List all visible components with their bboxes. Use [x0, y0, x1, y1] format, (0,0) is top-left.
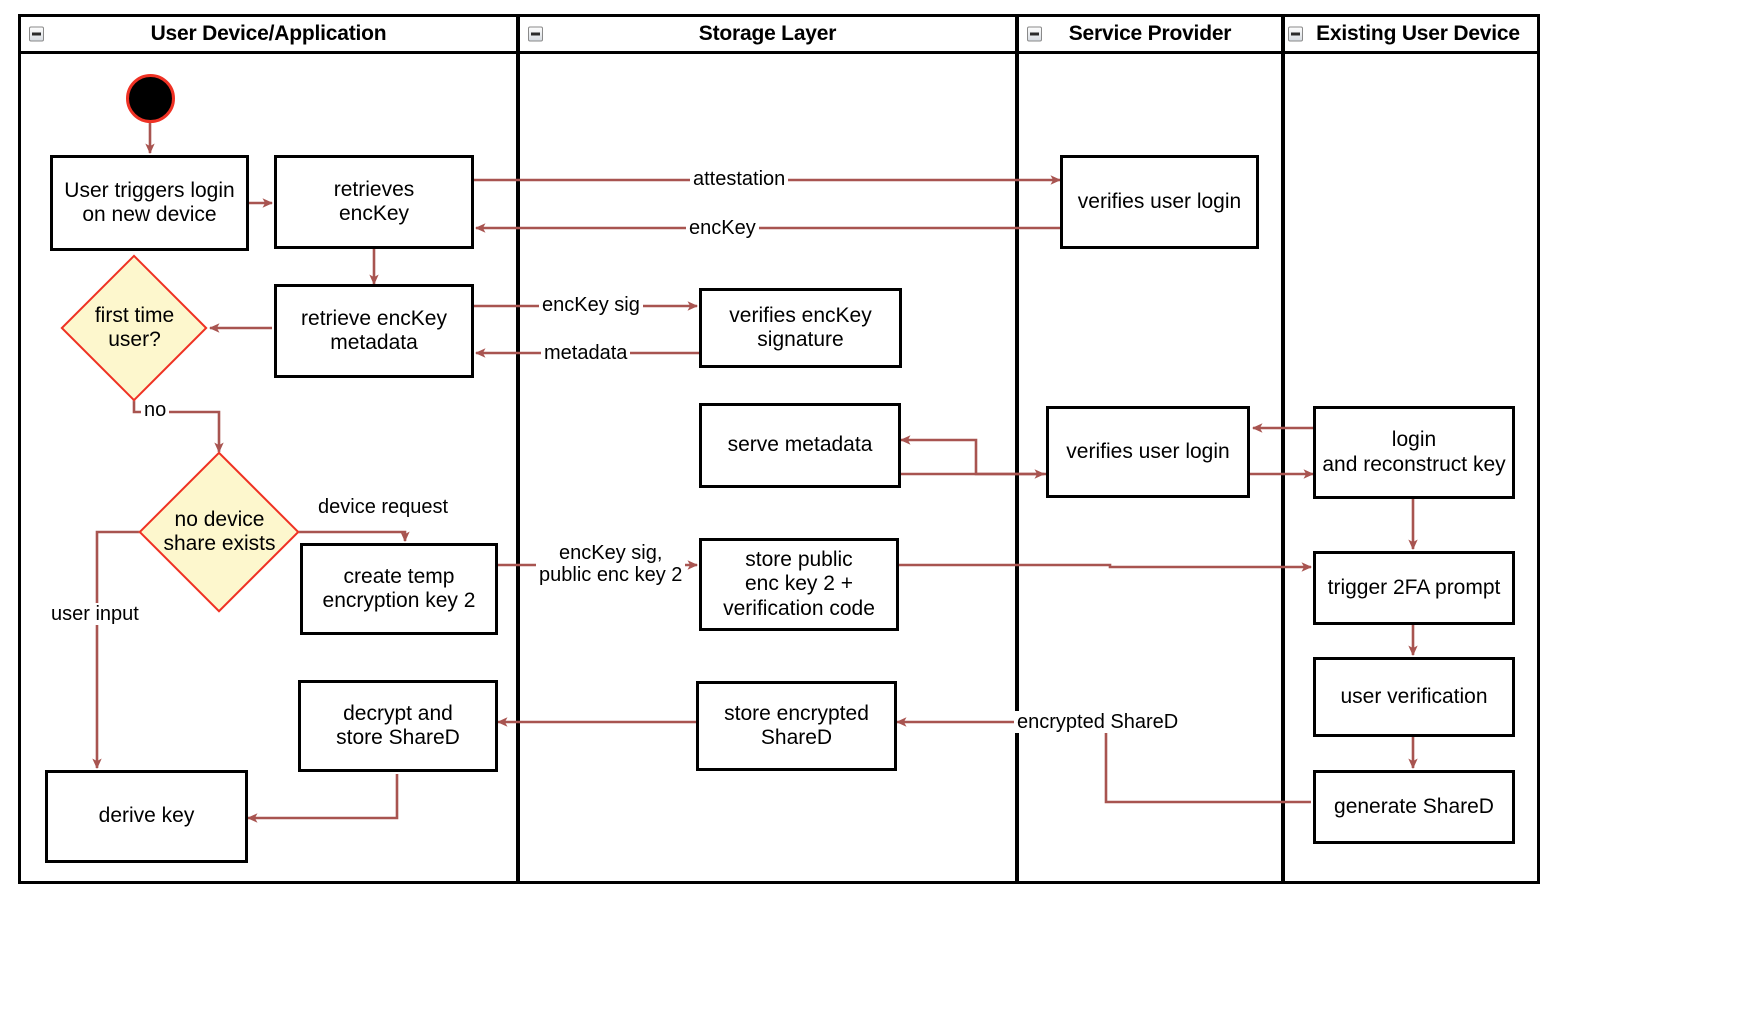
node-store-encrypted-shared[interactable]: store encrypted ShareD	[696, 681, 897, 771]
node-serve-metadata[interactable]: serve metadata	[699, 403, 901, 488]
decision-label: no device share exists	[163, 507, 276, 555]
lane-header-storage[interactable]: Storage Layer	[517, 14, 1018, 54]
edge-label-enckey-sig-public-enc-key-2: encKey sig, public enc key 2	[536, 542, 686, 587]
node-create-temp-encryption-key-2[interactable]: create temp encryption key 2	[300, 543, 498, 635]
lane-header-user-device[interactable]: User Device/Application	[18, 14, 519, 54]
edge-label-enckey: encKey	[686, 217, 759, 240]
lane-body-existing-device	[1282, 52, 1540, 884]
node-decrypt-and-store-shared[interactable]: decrypt and store ShareD	[298, 680, 498, 772]
collapse-minus-icon[interactable]	[1027, 26, 1042, 42]
lane-title-storage: Storage Layer	[698, 22, 837, 45]
edge-label-encrypted-shared: encrypted ShareD	[1014, 711, 1182, 734]
edge-label-attestation: attestation	[690, 168, 789, 191]
node-user-verification[interactable]: user verification	[1313, 657, 1515, 737]
lane-title-user-device: User Device/Application	[150, 22, 387, 45]
node-retrieve-enckey-metadata[interactable]: retrieve encKey metadata	[274, 284, 474, 378]
lane-title-service: Service Provider	[1068, 22, 1232, 45]
node-generate-shared[interactable]: generate ShareD	[1313, 770, 1515, 844]
collapse-minus-icon[interactable]	[1288, 26, 1303, 42]
lane-header-service[interactable]: Service Provider	[1016, 14, 1284, 54]
node-verifies-user-login-1[interactable]: verifies user login	[1060, 155, 1259, 249]
collapse-minus-icon[interactable]	[29, 26, 44, 42]
node-derive-key[interactable]: derive key	[45, 770, 248, 863]
edge-label-metadata: metadata	[541, 342, 631, 365]
node-trigger-2fa-prompt[interactable]: trigger 2FA prompt	[1313, 551, 1515, 625]
edge-label-enckey-sig: encKey sig	[539, 294, 643, 317]
decision-label: first time user?	[94, 303, 175, 351]
decision-first-time-user[interactable]: first time user?	[57, 254, 212, 402]
node-verifies-enckey-signature[interactable]: verifies encKey signature	[699, 288, 902, 368]
edge-label-user-input: user input	[48, 603, 142, 626]
node-login-and-reconstruct-key[interactable]: login and reconstruct key	[1313, 406, 1515, 499]
lane-header-existing-device[interactable]: Existing User Device	[1282, 14, 1540, 54]
decision-no-device-share-exists[interactable]: no device share exists	[138, 451, 300, 613]
lane-title-existing-device: Existing User Device	[1316, 22, 1520, 45]
collapse-minus-icon[interactable]	[528, 26, 543, 42]
initial-node	[126, 74, 175, 123]
node-user-triggers-login[interactable]: User triggers login on new device	[50, 155, 249, 251]
edge-label-device-request: device request	[315, 496, 452, 519]
edge-label-no: no	[141, 399, 170, 422]
node-verifies-user-login-2[interactable]: verifies user login	[1046, 406, 1250, 498]
node-store-public-enc-key-2[interactable]: store public enc key 2 + verification co…	[699, 538, 899, 631]
node-retrieves-enckey[interactable]: retrieves encKey	[274, 155, 474, 249]
